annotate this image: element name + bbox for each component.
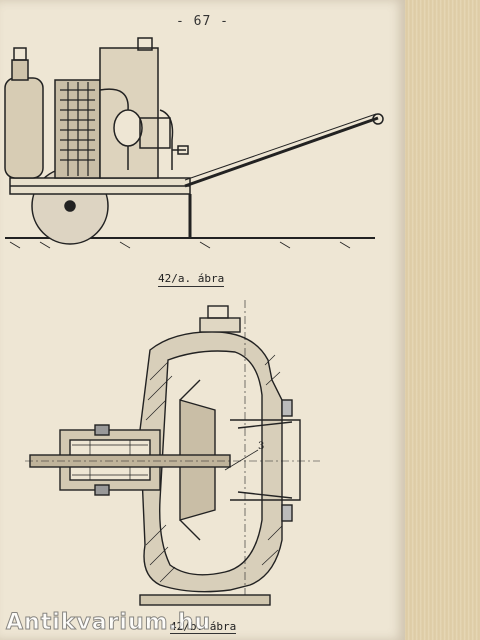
- figure-caption-bottom: 42/b. ábra: [170, 620, 237, 634]
- page-edge-stack: [405, 0, 480, 640]
- watermark: Antikvarium.hu: [5, 610, 212, 636]
- figure-42a-drawing: [4, 37, 384, 249]
- page-number: - 67 -: [176, 14, 229, 29]
- figure-caption-top: 42/a. ábra: [158, 272, 225, 287]
